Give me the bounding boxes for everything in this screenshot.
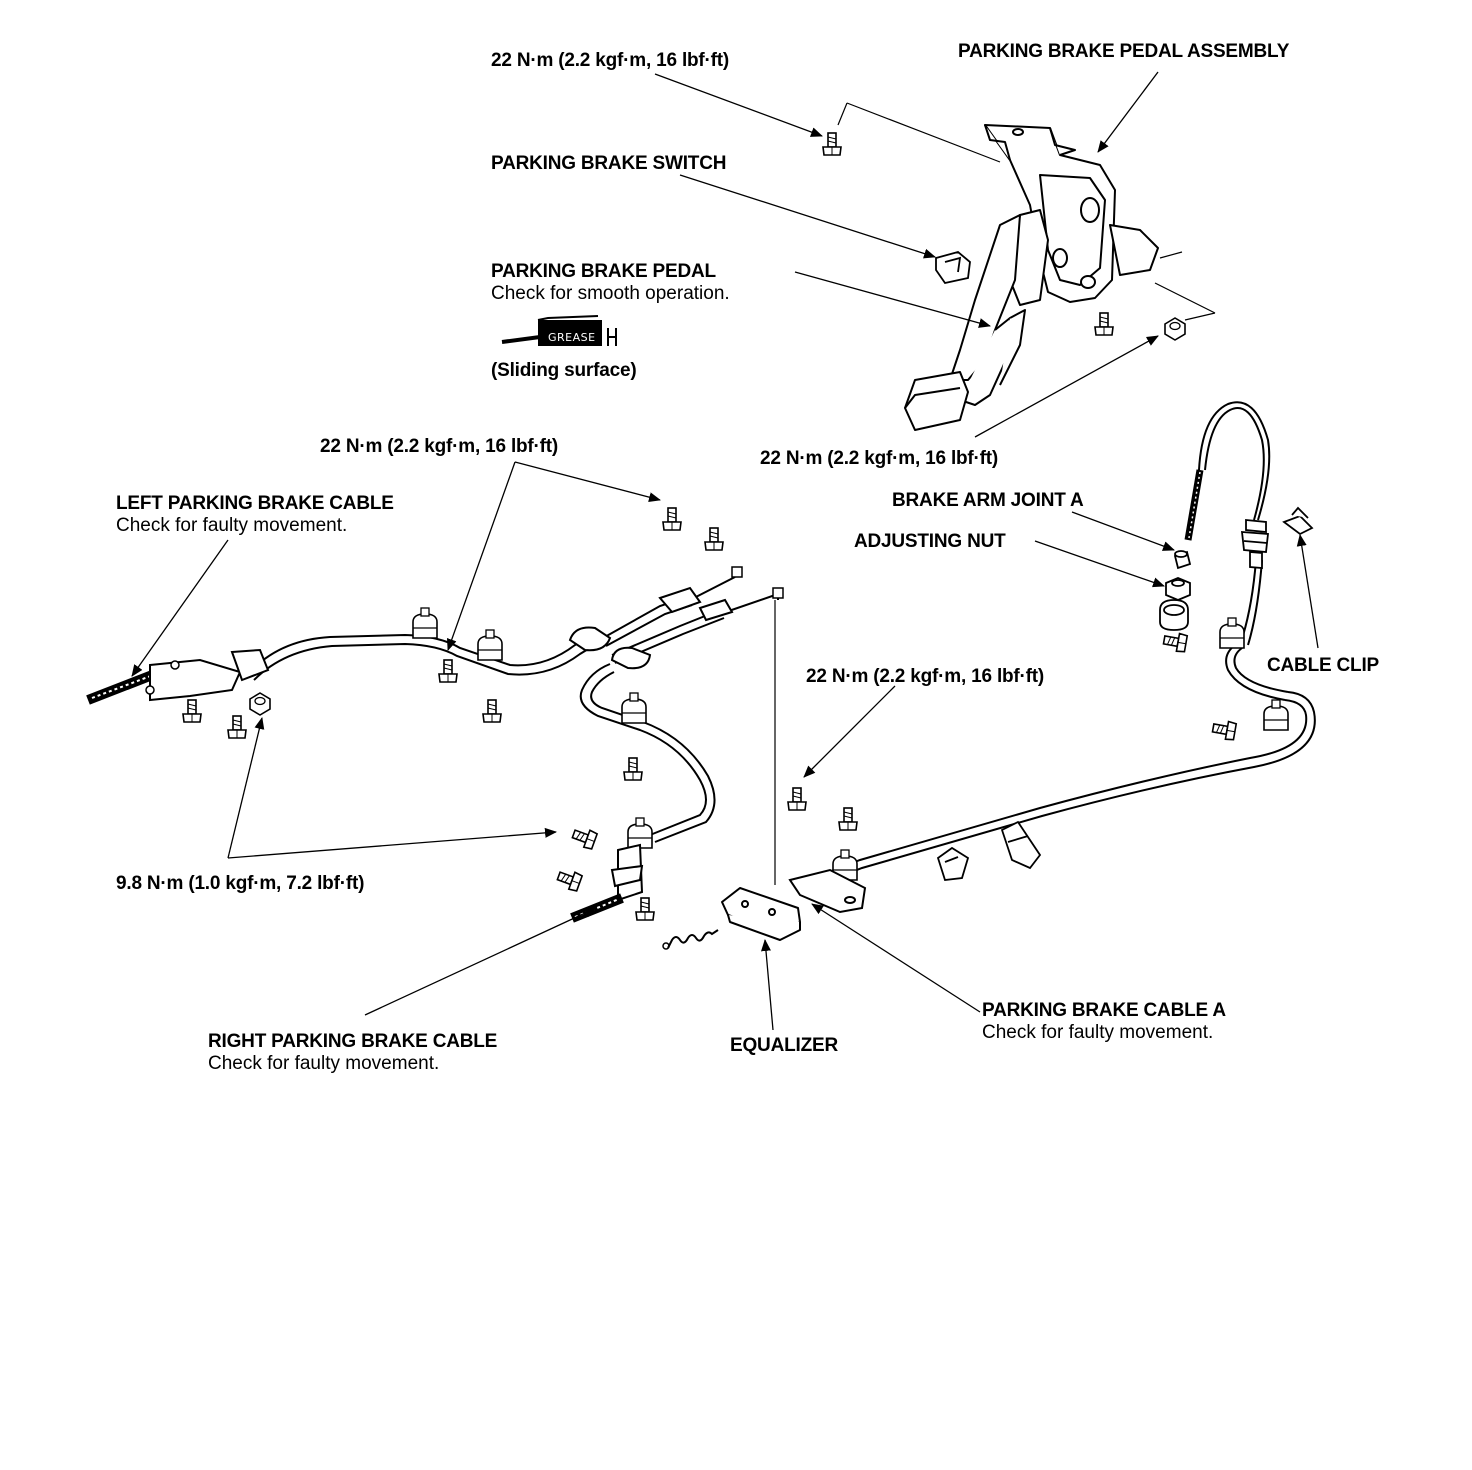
leader-lines <box>131 71 1319 1031</box>
torque-label-small: 9.8 N·m (1.0 kgf·m, 7.2 lbf·ft) <box>116 873 365 894</box>
cable-a-bolt-4 <box>838 807 858 831</box>
right-cable-clamp-2 <box>627 817 653 849</box>
parking-brake-switch <box>935 251 971 285</box>
pedal-bolt <box>1094 312 1114 336</box>
torque-label-pedal-bottom: 22 N·m (2.2 kgf·m, 16 lbf·ft) <box>760 448 999 469</box>
left-cable-bolt-4 <box>227 715 247 739</box>
cable-a-note: Check for faulty movement. <box>982 1022 1214 1043</box>
brake-pedal-label: PARKING BRAKE PEDAL Check for smooth ope… <box>491 261 730 304</box>
left-cable-guide <box>568 586 702 652</box>
cable-a-clamp-2 <box>1263 699 1289 731</box>
cable-a-bracket-nut <box>1159 599 1189 631</box>
pedal-assembly-label: PARKING BRAKE PEDAL ASSEMBLY <box>958 41 1290 62</box>
cable-a-bolt-3 <box>787 787 807 811</box>
grease-label: GREASE <box>548 331 596 344</box>
right-cable-note: Check for faulty movement. <box>208 1053 440 1074</box>
left-cable-bolt-6 <box>704 527 724 551</box>
right-parking-brake-cable <box>579 593 779 843</box>
left-cable-label: LEFT PARKING BRAKE CABLE Check for fault… <box>116 493 394 536</box>
cable-clip <box>1282 506 1314 536</box>
sliding-surface-label: (Sliding surface) <box>491 360 637 381</box>
cable-a-label: PARKING BRAKE CABLE A Check for faulty m… <box>982 1000 1226 1043</box>
left-cable-bolt-5 <box>182 699 202 723</box>
right-cable-bracket <box>610 843 644 902</box>
left-cable-bolt-1 <box>662 507 682 531</box>
left-cable-clamp-2 <box>477 629 503 661</box>
pedal-mount-bolt <box>822 132 842 156</box>
pedal-nut <box>1164 317 1186 341</box>
cable-a-bolt-2 <box>1210 718 1238 742</box>
cable-clip-label: CABLE CLIP <box>1267 655 1380 676</box>
torque-label-cable-a: 22 N·m (2.2 kgf·m, 16 lbf·ft) <box>806 666 1045 687</box>
left-cable-end <box>86 648 270 705</box>
left-cable-bolt-2 <box>438 659 458 683</box>
cable-a-bolt-1 <box>1161 630 1189 654</box>
brake-arm-joint-label: BRAKE ARM JOINT A <box>892 490 1084 511</box>
cable-a-threaded-end <box>1184 469 1204 541</box>
cable-a-fitting <box>1240 519 1269 569</box>
parking-brake-pedal-assembly <box>904 124 1159 431</box>
torque-label-pedal-top: 22 N·m (2.2 kgf·m, 16 lbf·ft) <box>491 50 730 71</box>
brake-pedal-note: Check for smooth operation. <box>491 283 730 304</box>
right-cable-guide <box>610 598 734 670</box>
left-parking-brake-cable <box>249 576 736 681</box>
equalizer-label: EQUALIZER <box>730 1035 838 1056</box>
equalizer <box>721 887 801 941</box>
right-cable-bolt-2 <box>635 897 655 921</box>
brake-switch-label: PARKING BRAKE SWITCH <box>491 153 727 174</box>
cable-a-mount <box>788 868 867 914</box>
equalizer-rods <box>731 566 784 885</box>
right-cable-bolt-4 <box>554 866 584 893</box>
left-cable-clamp-1 <box>412 607 438 639</box>
cable-a-clamp-1 <box>1219 617 1245 649</box>
brake-arm-joint-a <box>1173 550 1192 570</box>
right-cable-clamp-1 <box>621 692 647 724</box>
cable-a-clip-1 <box>936 846 970 881</box>
right-cable-bolt-3 <box>569 824 599 851</box>
right-cable-label: RIGHT PARKING BRAKE CABLE Check for faul… <box>208 1031 498 1074</box>
cable-a-clip-2 <box>1000 820 1042 870</box>
adjusting-nut <box>1165 577 1191 601</box>
right-cable-bolt-1 <box>623 757 643 781</box>
left-cable-nut-1 <box>249 692 271 716</box>
left-cable-bolt-3 <box>482 699 502 723</box>
return-spring <box>662 929 719 950</box>
left-cable-note: Check for faulty movement. <box>116 515 348 536</box>
torque-label-left-cable: 22 N·m (2.2 kgf·m, 16 lbf·ft) <box>320 436 559 457</box>
adjusting-nut-label: ADJUSTING NUT <box>854 531 1006 552</box>
parking-brake-cable-a <box>794 401 1316 894</box>
grease-symbol: GREASE <box>501 315 617 346</box>
